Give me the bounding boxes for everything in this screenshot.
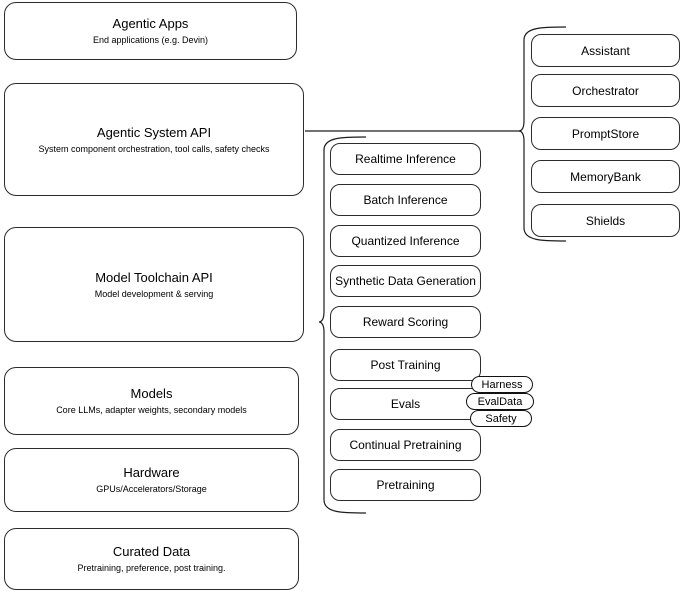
toolchain-component-synthetic-data-generation[interactable]: Synthetic Data Generation [330,265,481,297]
toolchain-component-reward-scoring[interactable]: Reward Scoring [330,306,481,338]
stack-layer-subtitle: Model development & serving [94,288,214,299]
toolchain-component-batch-inference[interactable]: Batch Inference [330,184,481,216]
toolchain-component-pretraining[interactable]: Pretraining [330,469,481,501]
toolchain-component-realtime-inference[interactable]: Realtime Inference [330,143,481,175]
stack-layer-subtitle: Core LLMs, adapter weights, secondary mo… [56,405,247,415]
stack-layer-models[interactable]: Models Core LLMs, adapter weights, secon… [4,367,299,435]
stack-layer-title: Agentic System API [96,124,212,140]
agentic-component-assistant[interactable]: Assistant [531,34,680,67]
stack-layer-subtitle: GPUs/Accelerators/Storage [96,484,207,494]
stack-layer-title: Hardware [123,465,180,480]
toolchain-component-post-training[interactable]: Post Training [330,349,481,381]
stack-layer-title: Model Toolchain API [95,269,213,285]
stack-layer-subtitle: System component orchestration, tool cal… [38,143,270,154]
stack-layer-title: Models [130,386,173,401]
stack-layer-subtitle: End applications (e.g. Devin) [92,35,209,45]
stack-layer-curated-data[interactable]: Curated Data Pretraining, preference, po… [4,528,299,590]
agentic-component-memorybank[interactable]: MemoryBank [531,160,680,193]
stack-layer-subtitle: Pretraining, preference, post training. [77,563,226,573]
stack-layer-title: Curated Data [112,544,191,559]
agentic-component-promptstore[interactable]: PromptStore [531,117,680,150]
stack-layer-model-toolchain-api[interactable]: Model Toolchain API Model development & … [4,227,304,342]
stack-layer-title: Agentic Apps [112,16,189,31]
toolchain-component-continual-pretraining[interactable]: Continual Pretraining [330,429,481,461]
stack-layer-agentic-apps[interactable]: Agentic Apps End applications (e.g. Devi… [4,2,297,60]
toolchain-component-quantized-inference[interactable]: Quantized Inference [330,225,481,257]
agentic-component-shields[interactable]: Shields [531,204,680,237]
stack-layer-agentic-system-api[interactable]: Agentic System API System component orch… [4,83,304,196]
agentic-component-orchestrator[interactable]: Orchestrator [531,74,680,107]
eval-pill-harness[interactable]: Harness [471,376,533,393]
stack-layer-hardware[interactable]: Hardware GPUs/Accelerators/Storage [4,448,299,512]
eval-pill-safety[interactable]: Safety [470,410,532,427]
eval-pill-evaldata[interactable]: EvalData [466,393,534,410]
toolchain-component-evals[interactable]: Evals [330,388,481,420]
